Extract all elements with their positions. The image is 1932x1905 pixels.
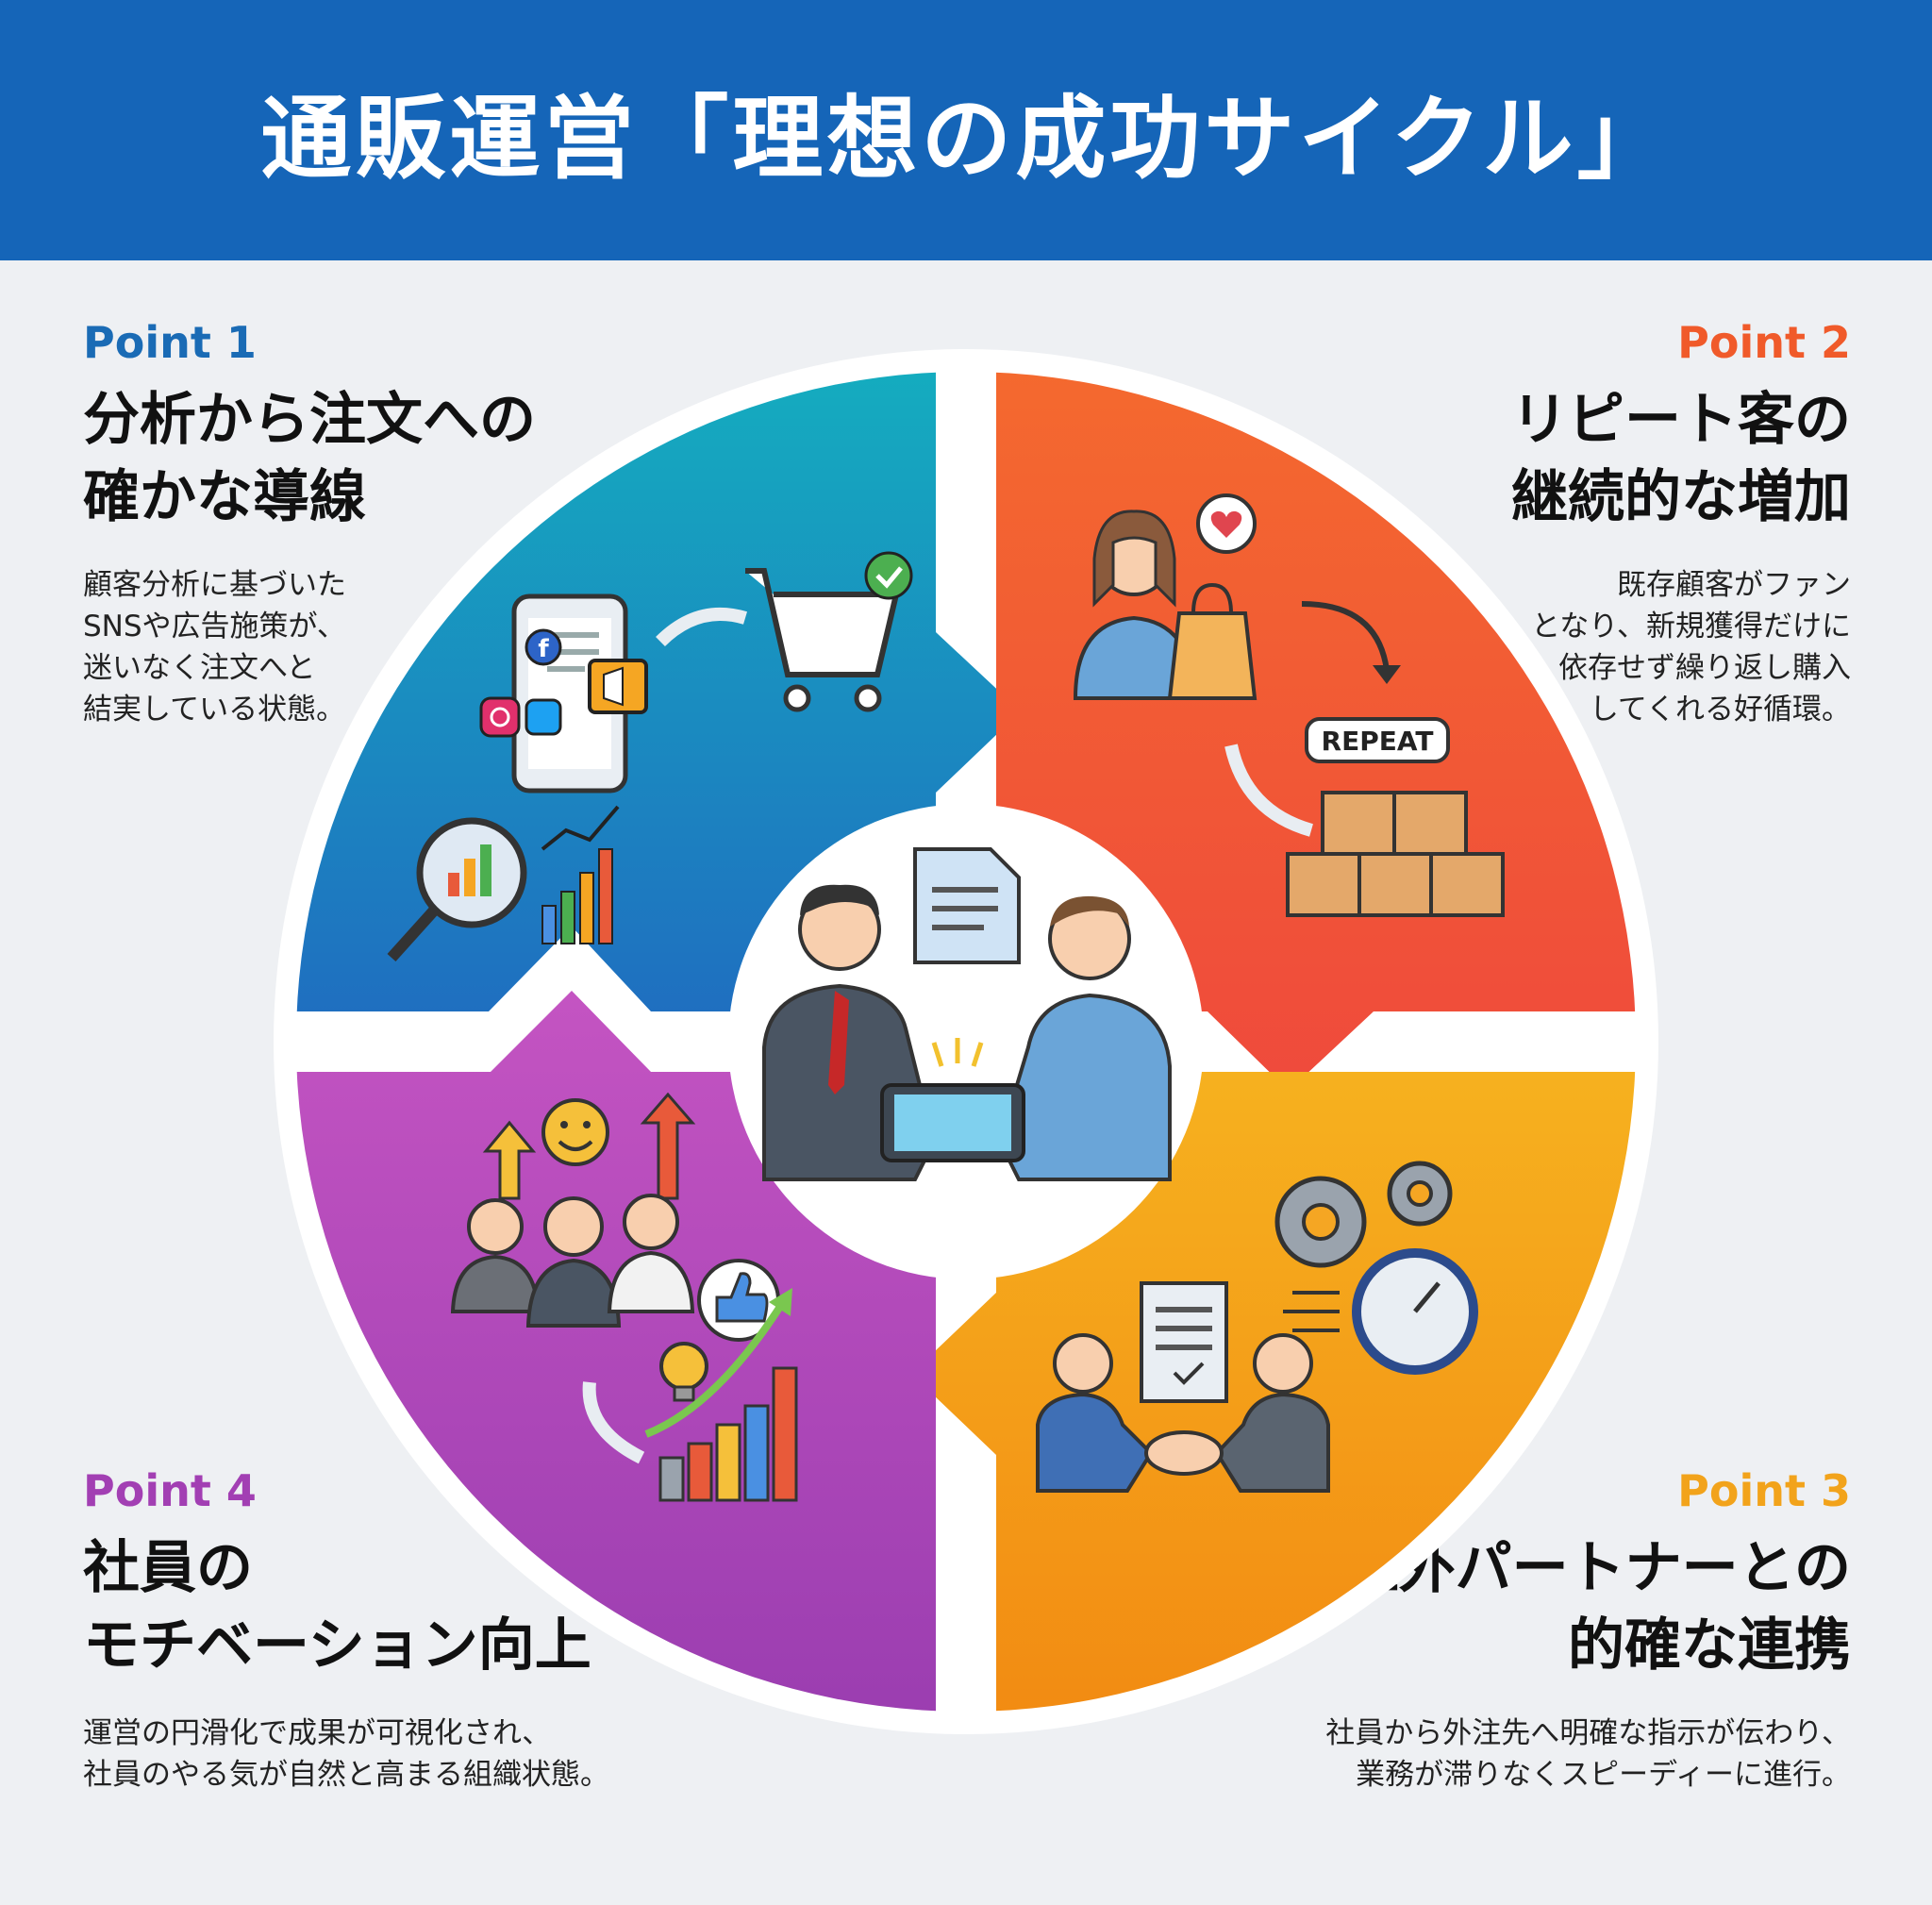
point-1-body: 顧客分析に基づいた SNSや広告施策が、 迷いなく注文へと 結実している状態。 xyxy=(83,568,346,727)
point-4-block: Point 4 社員の モチベーション向上 運営の円滑化で成果が可視化され、 社… xyxy=(83,1465,762,1796)
boxes-icon xyxy=(1286,791,1505,917)
bar-chart-icon xyxy=(541,805,620,944)
team-icon xyxy=(450,1194,695,1328)
shopping-cart-icon xyxy=(745,568,900,712)
cycle-back-arrow xyxy=(582,1381,645,1464)
document-icon xyxy=(913,847,1021,964)
check-icon xyxy=(864,551,913,600)
header-banner: 通販運営「理想の成功サイクル」 xyxy=(0,0,1932,260)
tablet-icon xyxy=(880,1038,1025,1162)
instagram-icon xyxy=(479,696,521,738)
point-2-label: Point 2 xyxy=(1677,317,1851,368)
up-arrows-icon xyxy=(482,1092,696,1200)
point-2-block: Point 2 リピート客の 継続的な増加 既存顧客がファン となり、新規獲得だ… xyxy=(1172,317,1851,730)
point-1-block: Point 1 分析から注文への 確かな導線 顧客分析に基づいた SNSや広告施… xyxy=(83,317,762,730)
cycle-arrows-icon xyxy=(1301,601,1390,671)
shopping-bag-icon xyxy=(1167,582,1257,700)
point-1-title: 分析から注文への 確かな導線 xyxy=(83,387,536,530)
point-3-body: 社員から外注先へ明確な指示が伝わり、 業務が滞りなくスピーディーに進行。 xyxy=(1325,1716,1851,1792)
page-title: 通販運営「理想の成功サイクル」 xyxy=(260,85,1672,192)
facebook-icon: f xyxy=(525,628,562,666)
lightbulb-icon xyxy=(659,1342,708,1402)
magnifier-icon xyxy=(387,817,527,962)
cycle-diagram: f xyxy=(274,349,1658,1734)
point-4-title: 社員の モチベーション向上 xyxy=(83,1535,591,1679)
svg-text:REPEAT: REPEAT xyxy=(1322,726,1434,757)
arrow-to-cart xyxy=(656,607,748,647)
stopwatch-icon xyxy=(1283,1248,1478,1375)
point-2-title: リピート客の 継続的な増加 xyxy=(1511,387,1851,530)
handshake-icon xyxy=(1036,1333,1330,1493)
twitter-icon xyxy=(525,698,562,736)
point-1-label: Point 1 xyxy=(83,317,257,368)
svg-text:f: f xyxy=(538,635,549,663)
woman-icon xyxy=(1073,510,1196,700)
document-icon xyxy=(1140,1281,1228,1403)
point-4-label: Point 4 xyxy=(83,1465,257,1516)
smiley-icon xyxy=(541,1098,609,1166)
customer-icon xyxy=(997,895,1172,1181)
megaphone-icon xyxy=(588,659,648,714)
point-2-body: 既存顧客がファン となり、新規獲得だけに 依存せず繰り返し購入 してくれる好循環… xyxy=(1531,568,1851,727)
growth-chart-icon xyxy=(644,1288,798,1502)
point-4-body: 運営の円滑化で成果が可視化され、 社員のやる気が自然と高まる組織状態。 xyxy=(83,1716,609,1792)
heart-icon xyxy=(1196,493,1257,554)
thumbs-up-icon xyxy=(697,1259,780,1342)
repeat-badge: REPEAT xyxy=(1305,717,1450,763)
point-3-label: Point 3 xyxy=(1677,1465,1851,1516)
gears-icon xyxy=(1274,1161,1453,1268)
